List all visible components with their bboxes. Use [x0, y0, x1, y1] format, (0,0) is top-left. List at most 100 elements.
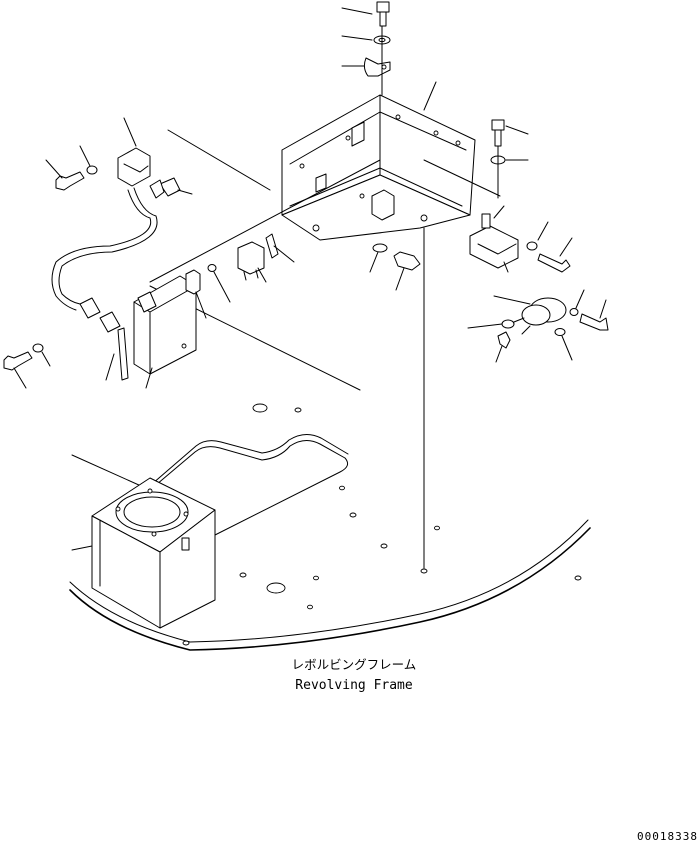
- starter-solenoid: [497, 297, 609, 349]
- bolt: [3, 351, 33, 371]
- leader-line: [575, 289, 585, 309]
- solenoid-terminals: [513, 317, 531, 335]
- bolt-shank: [379, 11, 387, 27]
- washer: [372, 243, 388, 253]
- leader-line: [45, 159, 63, 179]
- top-bolt-stack: [363, 1, 391, 96]
- frame-rim: [149, 440, 349, 536]
- connector: [159, 177, 181, 197]
- relay-pins: [243, 269, 259, 281]
- relay-terminal: [503, 261, 509, 273]
- switch-body: [117, 147, 151, 187]
- leader-lines: [13, 7, 607, 389]
- frame-left-edge: [71, 454, 151, 491]
- frame-hole: [182, 640, 190, 646]
- leader-line: [145, 367, 153, 389]
- leader-line: [493, 295, 531, 305]
- harness-cable: [51, 189, 152, 311]
- frame-hole: [266, 582, 286, 594]
- bolt: [185, 269, 201, 295]
- relay-detail: [477, 243, 517, 255]
- bolt: [55, 171, 85, 191]
- relay-right: [469, 213, 571, 273]
- washer: [86, 165, 98, 175]
- leader-line: [123, 117, 137, 147]
- controller-hole: [181, 343, 187, 349]
- main-bracket: [281, 94, 501, 569]
- bracket-clip: [315, 173, 327, 193]
- leader-line: [561, 335, 573, 361]
- mount-bolt-hole: [147, 488, 153, 494]
- leader-line: [79, 145, 91, 167]
- leader-line: [341, 7, 373, 15]
- bolt: [579, 313, 609, 331]
- frame-hole: [239, 572, 247, 578]
- center-bolt-group: [372, 243, 421, 271]
- leader-line: [13, 367, 27, 389]
- frame-hole: [252, 403, 268, 413]
- bracket-inner-fold: [289, 111, 467, 165]
- leader-line: [369, 251, 379, 273]
- elbow-fitting: [497, 331, 511, 349]
- bracket-hole: [312, 224, 320, 232]
- frame-caption-japanese: レボルビングフレーム: [292, 657, 417, 672]
- controller-tab: [137, 291, 157, 313]
- bolt: [393, 251, 421, 271]
- frame-outer-edge: [69, 527, 591, 651]
- frame-hole: [339, 485, 345, 491]
- frame-outer-edge-inner: [69, 519, 589, 643]
- bracket-guide-line-2: [423, 159, 501, 197]
- frame-hole: [349, 512, 357, 518]
- switch-detail: [123, 163, 149, 173]
- leader-line: [257, 267, 267, 283]
- controller-box: [133, 159, 381, 375]
- mount-flange-bore: [123, 496, 181, 528]
- leader-line: [559, 237, 573, 257]
- frame-hole: [307, 604, 313, 610]
- leader-line: [493, 205, 505, 219]
- frame-hole: [294, 407, 302, 413]
- left-switch-group: [3, 147, 181, 381]
- frame-rim-inner: [151, 434, 349, 485]
- mount-bolt-hole: [115, 506, 121, 512]
- leader-line: [177, 189, 193, 195]
- leader-line: [273, 245, 295, 263]
- bracket-hole: [395, 114, 401, 120]
- harness-connector: [79, 297, 101, 319]
- bolt-head: [376, 1, 390, 13]
- bolt-head: [491, 119, 505, 131]
- mount-clip: [181, 537, 190, 551]
- mount-bolt-hole: [151, 531, 157, 537]
- relay-bracket: [481, 213, 491, 229]
- leader-line: [505, 125, 529, 135]
- controller-mount-line: [149, 159, 381, 283]
- swivel-mount: [91, 477, 216, 629]
- clamp-hole: [381, 64, 387, 70]
- bracket-inner-fold-2: [289, 167, 463, 207]
- mount-leg-right: [159, 509, 216, 629]
- leader-line: [537, 221, 549, 241]
- frame-hole: [434, 525, 440, 531]
- washer: [569, 308, 579, 316]
- bracket-hole: [299, 163, 305, 169]
- bracket-hole: [433, 130, 439, 136]
- leader-line: [395, 267, 405, 291]
- relay-body: [237, 241, 265, 275]
- leader-line: [341, 35, 373, 41]
- leader-line: [423, 81, 437, 111]
- controller-bolts: [185, 264, 217, 295]
- nut: [554, 328, 566, 336]
- leader-line: [41, 351, 51, 367]
- bracket-hole: [420, 214, 428, 222]
- frame-left-edge-2: [71, 545, 93, 551]
- harness-cable-2: [58, 187, 158, 305]
- bracket-hole: [359, 193, 365, 199]
- harness-plug: [117, 327, 129, 381]
- leader-line: [467, 323, 503, 329]
- bracket-stay: [351, 121, 365, 147]
- bracket-hole: [345, 135, 351, 141]
- leader-line: [495, 345, 503, 363]
- frame-hole: [380, 543, 388, 549]
